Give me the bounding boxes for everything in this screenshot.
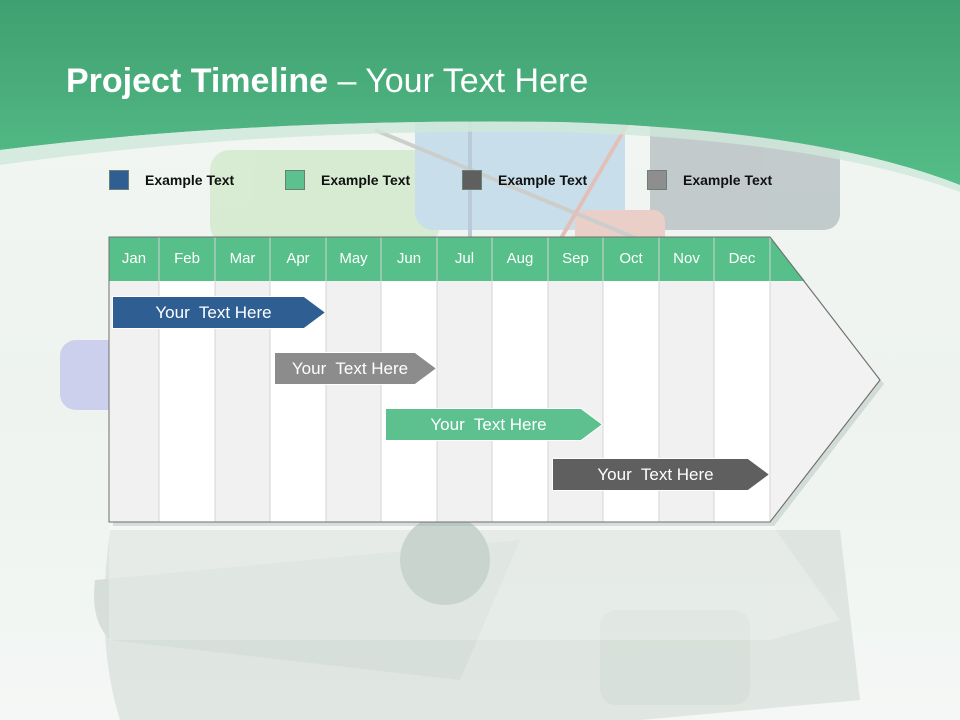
timeline-outline <box>108 236 881 523</box>
legend-swatch <box>109 170 129 190</box>
month-label: Aug <box>506 250 534 267</box>
phone-shape <box>104 530 860 720</box>
month-header-bar <box>109 237 805 281</box>
app-icon-green <box>210 150 440 245</box>
legend-label: Example Text <box>498 172 588 188</box>
month-label: Jul <box>454 250 475 267</box>
legend-swatch <box>647 170 667 190</box>
task-label: Your Text Here <box>430 414 547 434</box>
task-label: Your Text Here <box>291 358 409 378</box>
legend-item: Example Text <box>462 170 587 190</box>
month-label: May <box>339 250 368 267</box>
chart-reflection <box>109 522 840 640</box>
month-label: Jun <box>396 250 422 267</box>
month-label: Feb <box>174 250 200 267</box>
legend-item: Example Text <box>109 170 234 190</box>
legend-swatch <box>462 170 482 190</box>
month-label: Dec <box>728 250 756 267</box>
task-bar[interactable]: Your Text Here <box>552 458 770 491</box>
task-arrow-shape <box>274 352 437 385</box>
month-column <box>437 281 492 522</box>
month-column <box>326 281 381 522</box>
legend-item: Example Text <box>647 170 772 190</box>
header-band <box>0 0 960 192</box>
month-label: Jan <box>121 250 147 267</box>
month-column <box>381 281 437 522</box>
legend-label: Example Text <box>683 172 773 188</box>
task-arrow-shape <box>112 296 326 329</box>
title-subtitle: – Your Text Here <box>328 62 589 100</box>
task-label: Your Text Here <box>597 464 714 484</box>
month-column <box>492 281 548 522</box>
app-icon-blue <box>415 105 625 230</box>
task-bar[interactable]: Your Text Here <box>112 296 326 329</box>
task-arrow-shape <box>552 458 770 491</box>
title-bold: Project Timeline <box>66 62 329 100</box>
task-bar[interactable]: Your Text Here <box>274 352 437 385</box>
legend-item: Example Text <box>285 170 410 190</box>
task-label: Your Text Here <box>155 302 272 322</box>
legend-label: Example Text <box>321 172 411 188</box>
legend-swatch <box>285 170 305 190</box>
slide-title: Project Timeline – Your Text Here <box>66 60 588 102</box>
month-label: Apr <box>286 250 310 267</box>
month-label: Mar <box>229 250 256 267</box>
task-bar[interactable]: Your Text Here <box>385 408 603 441</box>
legend-label: Example Text <box>145 172 235 188</box>
month-label: Nov <box>673 250 700 267</box>
month-label: Oct <box>619 250 643 267</box>
task-arrow-shape <box>385 408 603 441</box>
month-label: Sep <box>562 250 589 267</box>
